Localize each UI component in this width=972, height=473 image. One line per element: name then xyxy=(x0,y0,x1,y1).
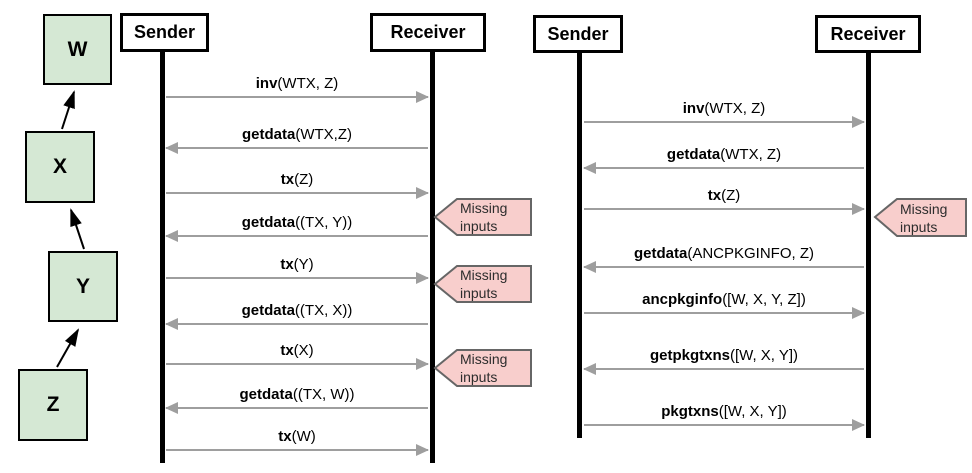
message-label: pkgtxns([W, X, Y]) xyxy=(661,403,787,420)
left-receiver-label: Receiver xyxy=(390,22,466,42)
message-label: tx(Z) xyxy=(280,171,314,188)
callout-text: Missing xyxy=(460,267,507,283)
right-callout-missing-inputs: Missing inputs xyxy=(873,198,967,237)
right-message-3: tx(Z) xyxy=(584,186,865,215)
callout-text: inputs xyxy=(460,218,497,234)
left-message-2: getdata(WTX,Z) xyxy=(165,125,428,154)
message-label: inv(WTX, Z) xyxy=(682,100,766,117)
left-callout-missing-inputs-2: Missing inputs xyxy=(433,265,532,303)
message-label: getdata(WTX,Z) xyxy=(242,126,352,143)
right-receiver-lifeline xyxy=(866,52,871,438)
message-label: tx(Y) xyxy=(280,256,314,273)
message-label: tx(W) xyxy=(278,428,316,445)
tx-node-label: W xyxy=(67,37,88,61)
message-label: getpkgtxns([W, X, Y]) xyxy=(649,347,799,364)
right-sender-label: Sender xyxy=(547,23,609,44)
right-message-5: ancpkginfo([W, X, Y, Z]) xyxy=(584,290,865,319)
left-message-8: getdata((TX, W)) xyxy=(165,385,428,414)
tx-node-label: X xyxy=(52,155,67,178)
message-arrow-left-icon xyxy=(165,230,428,242)
left-sender-label: Sender xyxy=(133,22,196,42)
message-arrow-left-icon xyxy=(583,162,864,174)
tx-node-label: Y xyxy=(75,274,90,298)
left-message-7: tx(X) xyxy=(166,341,429,370)
left-message-5: tx(Y) xyxy=(166,255,429,284)
right-receiver-header: Receiver xyxy=(815,15,921,53)
message-arrow-right-icon xyxy=(584,116,865,128)
message-arrow-right-icon xyxy=(166,187,429,199)
left-receiver-header: Receiver xyxy=(370,13,486,52)
message-arrow-right-icon xyxy=(166,444,429,456)
callout-text: Missing xyxy=(460,200,507,216)
chain-arrow-x-to-w-icon xyxy=(61,90,75,130)
message-arrow-left-icon xyxy=(583,261,864,273)
tx-node-z: Z xyxy=(18,369,88,441)
left-receiver-lifeline xyxy=(430,52,435,463)
tx-node-y: Y xyxy=(48,251,118,322)
chain-arrow-z-to-y-icon xyxy=(56,328,79,368)
message-arrow-left-icon xyxy=(165,318,428,330)
message-arrow-left-icon xyxy=(165,402,428,414)
message-label: inv(WTX, Z) xyxy=(255,75,339,92)
message-label: getdata((TX, W)) xyxy=(239,386,355,403)
right-message-1: inv(WTX, Z) xyxy=(584,99,865,128)
right-message-4: getdata(ANCPKGINFO, Z) xyxy=(583,244,864,273)
left-message-4: getdata((TX, Y)) xyxy=(165,213,428,242)
callout-text: inputs xyxy=(460,285,497,301)
left-message-9: tx(W) xyxy=(166,427,429,456)
message-arrow-right-icon xyxy=(584,307,865,319)
message-arrow-right-icon xyxy=(166,358,429,370)
left-sender-lifeline xyxy=(160,52,165,463)
message-label: getdata((TX, Y)) xyxy=(241,214,353,231)
message-label: getdata(ANCPKGINFO, Z) xyxy=(633,245,814,262)
left-sender-header: Sender xyxy=(120,13,209,52)
message-arrow-right-icon xyxy=(166,272,429,284)
right-message-2: getdata(WTX, Z) xyxy=(583,145,864,174)
message-label: tx(Z) xyxy=(707,187,741,204)
tx-chain-arrows xyxy=(56,90,85,368)
callout-text: Missing xyxy=(460,351,507,367)
message-label: getdata(WTX, Z) xyxy=(666,146,782,163)
message-label: ancpkginfo([W, X, Y, Z]) xyxy=(642,291,806,308)
tx-node-label: Z xyxy=(46,393,60,416)
left-message-6: getdata((TX, X)) xyxy=(165,301,428,330)
right-message-6: getpkgtxns([W, X, Y]) xyxy=(583,346,864,375)
right-sender-header: Sender xyxy=(533,15,623,53)
tx-node-x: X xyxy=(25,131,95,203)
right-message-7: pkgtxns([W, X, Y]) xyxy=(584,402,865,431)
left-message-1: inv(WTX, Z) xyxy=(166,74,429,103)
chain-arrow-y-to-x-icon xyxy=(70,208,85,250)
left-callout-missing-inputs-3: Missing inputs xyxy=(433,349,532,387)
callout-shape xyxy=(433,349,532,387)
callout-shape xyxy=(433,198,532,236)
callout-text: inputs xyxy=(460,369,497,385)
callout-shape xyxy=(873,198,967,237)
message-label: getdata((TX, X)) xyxy=(241,302,353,319)
message-label: tx(X) xyxy=(280,342,314,359)
callout-text: inputs xyxy=(900,219,937,235)
message-arrow-right-icon xyxy=(584,203,865,215)
right-sender-lifeline xyxy=(577,52,582,438)
message-arrow-left-icon xyxy=(165,142,428,154)
left-message-3: tx(Z) xyxy=(166,170,429,199)
callout-shape xyxy=(433,265,532,303)
left-callout-missing-inputs-1: Missing inputs xyxy=(433,198,532,236)
right-receiver-label: Receiver xyxy=(830,23,906,44)
message-arrow-right-icon xyxy=(166,91,429,103)
message-arrow-left-icon xyxy=(583,363,864,375)
message-arrow-right-icon xyxy=(584,419,865,431)
tx-node-w: W xyxy=(43,14,112,85)
callout-text: Missing xyxy=(900,201,947,217)
